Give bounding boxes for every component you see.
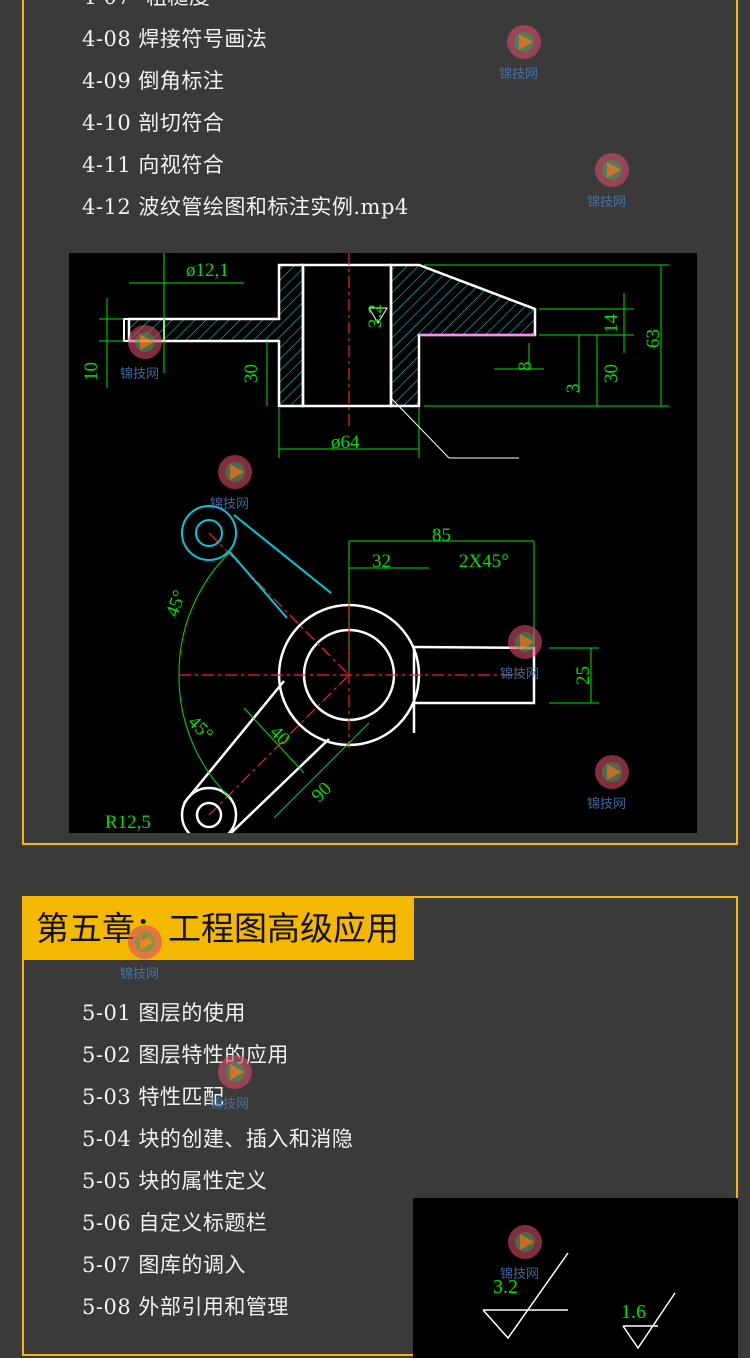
watermark-logo-icon: 锦技网	[499, 25, 541, 81]
dim-d12: ø12,1	[186, 260, 229, 281]
lesson-item[interactable]: 5-06 自定义标题栏	[82, 1211, 268, 1235]
dim-90: 90	[308, 778, 336, 806]
dim-chamfer: 2X45°	[459, 551, 509, 572]
lesson-item[interactable]: 4-09 倒角标注	[82, 69, 225, 93]
dim-32: 32	[372, 551, 391, 572]
dim-8: 8	[515, 362, 536, 372]
dim-85: 85	[432, 525, 451, 546]
roughness-label-1: 3.2	[493, 1276, 518, 1298]
chapter-title: 第五章：工程图高级应用	[24, 898, 414, 960]
dim-angle-45-lower: 45°	[183, 712, 217, 746]
dim-30a: 30	[241, 364, 262, 383]
dim-25: 25	[573, 666, 594, 685]
lesson-item[interactable]: 5-07 图库的调入	[82, 1253, 246, 1277]
section-view: ø12,1 ø64 10 30 3.2 8 3 30 14 63	[81, 253, 669, 459]
dim-63: 63	[643, 329, 664, 348]
svg-text:锦技网: 锦技网	[210, 1096, 249, 1111]
lesson-item[interactable]: 5-01 图层的使用	[82, 1001, 246, 1025]
chapter4-panel: 4-07- 粗糙度 4-08 焊接符号画法 4-09 倒角标注 4-10 剖切符…	[22, 0, 738, 845]
dim-10: 10	[81, 362, 102, 381]
lesson-item[interactable]: 5-02 图层特性的应用	[82, 1043, 289, 1067]
roughness-label-2: 1.6	[621, 1301, 646, 1323]
svg-text:锦技网: 锦技网	[120, 366, 159, 381]
watermark-logo-icon: 锦技网	[500, 625, 542, 681]
lesson-item[interactable]: 5-05 块的属性定义	[82, 1169, 268, 1193]
dim-30b: 30	[601, 364, 622, 383]
dim-40: 40	[265, 722, 293, 750]
dim-angle-45-upper: 45°	[162, 588, 191, 620]
lesson-item[interactable]: 4-07- 粗糙度	[82, 0, 210, 11]
lesson-item[interactable]: 5-04 块的创建、插入和消隐	[82, 1127, 354, 1151]
lesson-item[interactable]: 4-12 波纹管绘图和标注实例.mp4	[82, 195, 409, 219]
dim-roughness: 3.2	[365, 304, 386, 328]
svg-text:锦技网: 锦技网	[499, 66, 538, 81]
cad-roughness-image: 3.2 1.6	[413, 1198, 738, 1358]
lesson-item[interactable]: 5-03 特性匹配	[82, 1085, 225, 1109]
watermark-logo-icon: 锦技网	[120, 925, 162, 981]
chapter5-panel: 第五章：工程图高级应用 5-01 图层的使用 5-02 图层特性的应用 5-03…	[22, 896, 738, 1358]
dim-3: 3	[563, 384, 584, 394]
lesson-item[interactable]: 4-08 焊接符号画法	[82, 27, 268, 51]
svg-text:锦技网: 锦技网	[500, 666, 539, 681]
dim-d64: ø64	[331, 432, 360, 453]
dim-14: 14	[601, 314, 622, 334]
svg-text:锦技网: 锦技网	[500, 1266, 539, 1281]
watermark-logo-icon: 锦技网	[210, 1055, 252, 1111]
lesson-item[interactable]: 5-08 外部引用和管理	[82, 1295, 289, 1319]
svg-text:锦技网: 锦技网	[210, 496, 249, 511]
roughness-svg: 3.2 1.6	[482, 1252, 676, 1350]
svg-text:锦技网: 锦技网	[120, 966, 159, 981]
svg-text:锦技网: 锦技网	[587, 194, 626, 209]
lesson-item[interactable]: 4-10 剖切符合	[82, 111, 225, 135]
cad-drawing-svg: ø12,1 ø64 10 30 3.2 8 3 30 14 63	[81, 253, 669, 833]
cad-drawing-image: ø12,1 ø64 10 30 3.2 8 3 30 14 63	[69, 253, 697, 833]
watermark-logo-icon: 锦技网	[587, 755, 629, 811]
lesson-item[interactable]: 4-11 向视符合	[82, 153, 225, 177]
watermark-logo-icon: 锦技网	[210, 455, 252, 511]
dim-r125: R12,5	[105, 812, 151, 833]
svg-text:锦技网: 锦技网	[587, 796, 626, 811]
watermark-logo-icon: 锦技网	[120, 325, 162, 381]
watermark-logo-icon: 锦技网	[587, 153, 629, 209]
watermark-logo-icon: 锦技网	[500, 1225, 542, 1281]
